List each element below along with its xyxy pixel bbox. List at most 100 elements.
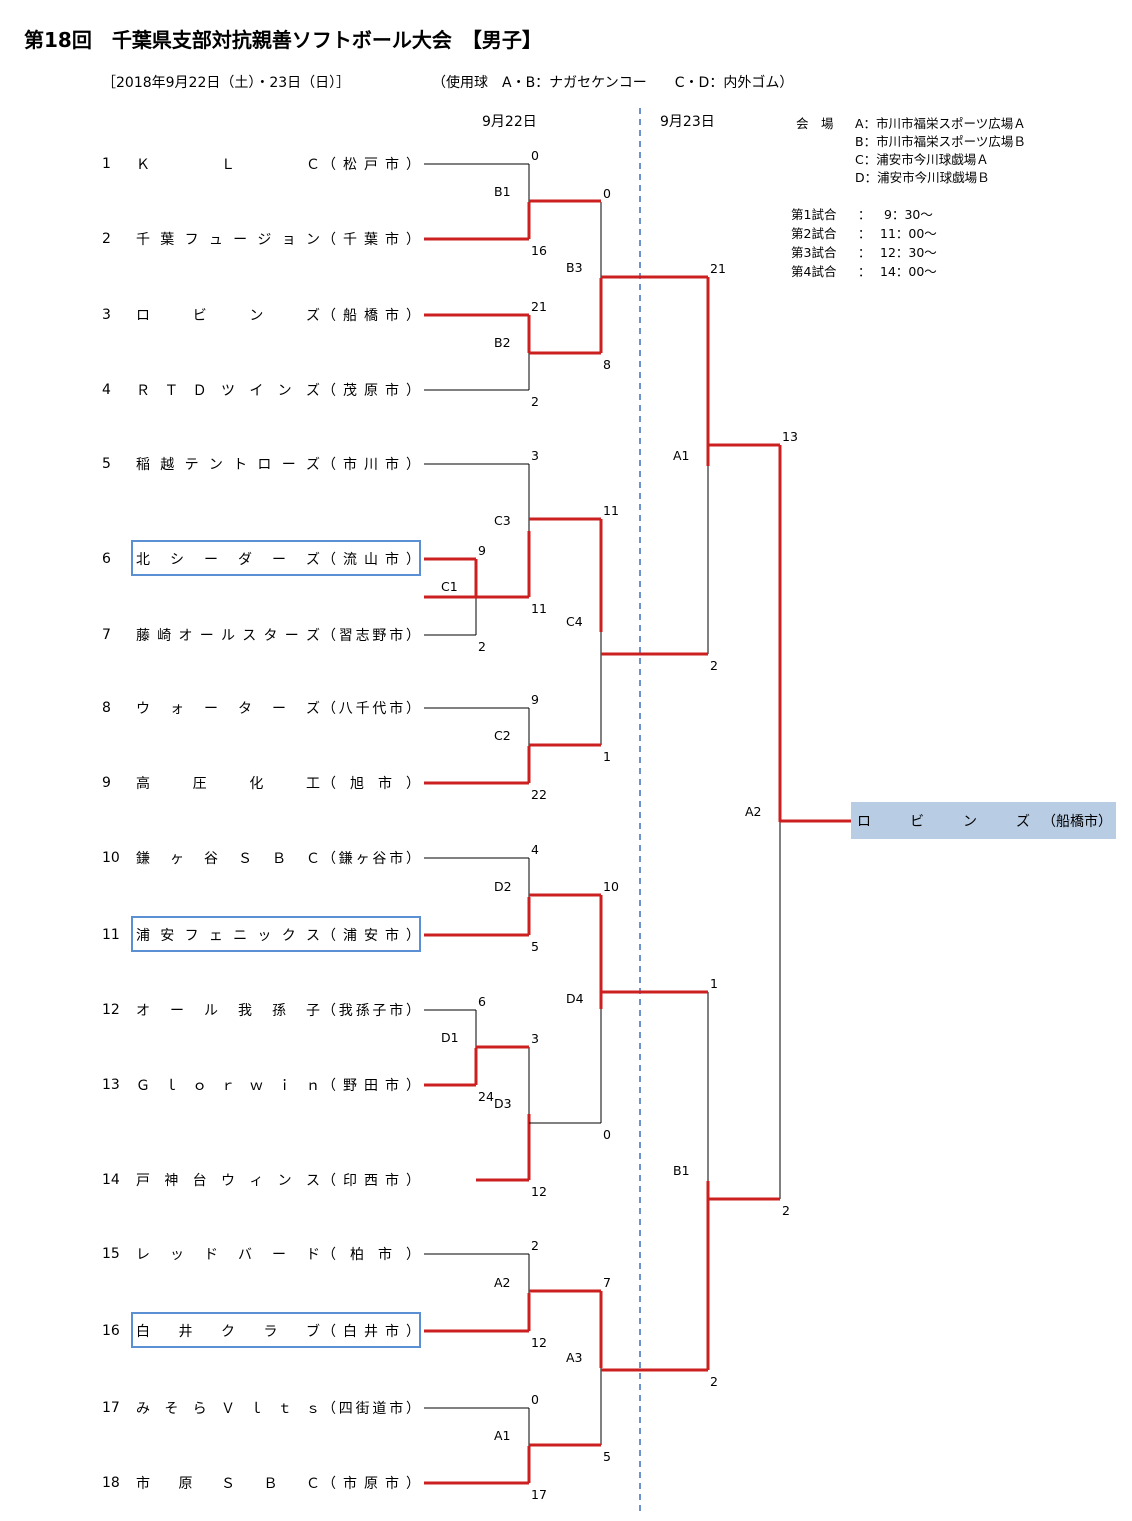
match-id: A2 (494, 1275, 511, 1290)
score-top: 21 (531, 299, 547, 314)
champion-box: ロビンズ （船橋市） (851, 802, 1116, 839)
match-id: A2 (745, 804, 762, 819)
team-number: 8 (102, 700, 111, 716)
schedule-sep-4: ： (858, 264, 871, 279)
score-top: 3 (531, 448, 539, 463)
match-id: D1 (441, 1030, 459, 1045)
team-city: （船橋市） (322, 308, 420, 324)
score-top: 11 (603, 503, 619, 518)
score-top: 3 (531, 1031, 539, 1046)
team-number: 4 (102, 382, 111, 398)
ball-note: （使用球 A・B：ナガセケンコー C・D：内外ゴム） (432, 75, 794, 91)
schedule-time-4: 14：00～ (880, 264, 937, 279)
team-name: 北シーダーズ (136, 552, 320, 568)
match-id: B1 (494, 184, 511, 199)
venue-a: A：市川市福栄スポーツ広場Ａ (855, 116, 1026, 131)
team-name: レッドバード (136, 1247, 320, 1263)
schedule-label-1: 第1試合 (791, 207, 837, 222)
match-id: C4 (566, 614, 583, 629)
event-dates: ［2018年9月22日（土）・23日（日）］ (102, 75, 351, 91)
match-id: B1 (673, 1163, 690, 1178)
score-bottom: 17 (531, 1487, 547, 1502)
schedule-time-3: 12：30～ (880, 245, 937, 260)
team-city: （茂原市） (322, 383, 420, 399)
venue-c: C：浦安市今川球戯場Ａ (855, 152, 989, 167)
team-name: 高圧化工 (136, 776, 320, 792)
team-name: ロビンズ (136, 308, 320, 324)
team-number: 10 (102, 850, 120, 866)
schedule-sep-1: ： (858, 207, 871, 222)
score-top: 9 (531, 692, 539, 707)
score-top: 0 (531, 148, 539, 163)
champion-name: ロビンズ (857, 813, 1030, 830)
venue-d: D：浦安市今川球戯場Ｂ (855, 170, 990, 185)
match-id: B2 (494, 335, 511, 350)
team-city: （八千代市） (322, 701, 420, 717)
team-name: ウォーターズ (136, 701, 320, 717)
schedule-label-2: 第2試合 (791, 226, 837, 241)
team-number: 2 (102, 231, 111, 247)
page-title: 第18回 千葉県支部対抗親善ソフトボール大会 【男子】 (24, 28, 542, 52)
match-id: A1 (494, 1428, 511, 1443)
match-id: B3 (566, 260, 583, 275)
score-top: 6 (478, 994, 486, 1009)
highlight-box (131, 1312, 421, 1348)
team-row: 8 ウォーターズ（八千代市） (102, 698, 422, 718)
match-id: D4 (566, 991, 584, 1006)
champion-city: （船橋市） (1042, 813, 1112, 830)
team-row: 9 高圧化工（旭市） (102, 773, 422, 793)
score-top: 1 (710, 976, 718, 991)
match-id: C3 (494, 513, 511, 528)
team-city: （市川市） (322, 457, 420, 473)
team-name: 千葉フュージョン (136, 232, 320, 248)
match-id: A3 (566, 1350, 583, 1365)
team-number: 7 (102, 627, 111, 643)
score-bottom: 5 (603, 1449, 611, 1464)
score-top: 21 (710, 261, 726, 276)
score-top: 13 (782, 429, 798, 444)
team-city: （浦安市） (322, 928, 420, 944)
score-bottom: 5 (531, 939, 539, 954)
team-name: 稲越テントローズ (136, 457, 320, 473)
team-city: （旭市） (322, 776, 420, 792)
team-number: 9 (102, 775, 111, 791)
day2-label: 9月23日 (660, 114, 715, 130)
score-bottom: 2 (478, 639, 486, 654)
highlight-box (131, 916, 421, 952)
team-name: オール我孫子 (136, 1003, 320, 1019)
score-top: 0 (531, 1392, 539, 1407)
team-name: 戸神台ウィンス (136, 1173, 320, 1189)
highlight-box (131, 540, 421, 576)
team-city: （鎌ヶ谷市） (322, 851, 420, 867)
team-city: （白井市） (322, 1324, 420, 1340)
team-name: 白井クラブ (136, 1324, 320, 1340)
match-id: A1 (673, 448, 690, 463)
score-bottom: 2 (710, 1374, 718, 1389)
team-number: 3 (102, 307, 111, 323)
team-number: 1 (102, 156, 111, 172)
team-number: 17 (102, 1400, 120, 1416)
score-top: 10 (603, 879, 619, 894)
team-city: （野田市） (322, 1078, 420, 1094)
team-number: 13 (102, 1077, 120, 1093)
score-bottom: 12 (531, 1184, 547, 1199)
team-name: 浦安フェニックス (136, 928, 320, 944)
team-row: 3 ロビンズ（船橋市） (102, 305, 422, 325)
team-city: （松戸市） (322, 157, 420, 173)
score-bottom: 11 (531, 601, 547, 616)
